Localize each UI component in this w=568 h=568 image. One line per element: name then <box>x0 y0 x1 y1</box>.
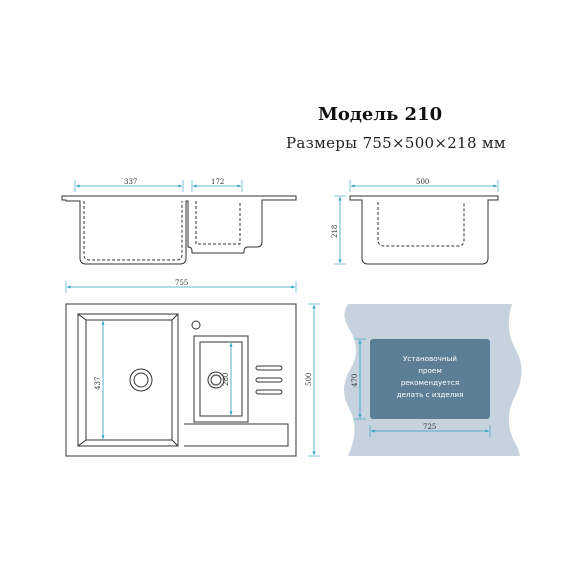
plan-left-drain <box>129 368 153 392</box>
plan-faucet-hole <box>191 320 201 330</box>
plan-small-drain <box>207 371 225 389</box>
dimension-top-small-bowl: 172 <box>191 178 243 192</box>
plan-left-bowl-corner <box>77 439 87 447</box>
cutout-note-box <box>370 339 490 419</box>
front-section-view <box>61 195 297 265</box>
dimension-top-left-bowl: 337 <box>74 178 184 192</box>
front-section-inner-big <box>83 201 183 261</box>
plan-small-bowl-inner <box>199 341 243 417</box>
dim-label-437: 437 <box>94 377 102 390</box>
plan-left-drain-inner <box>133 372 149 388</box>
plan-left-bowl-inner <box>85 319 173 441</box>
side-section-outline <box>349 195 499 265</box>
dimension-plan-depth: 500 <box>305 303 320 457</box>
plan-left-bowl-corner <box>171 439 179 447</box>
dimension-left-bowl-depth: 437 <box>94 321 105 439</box>
dim-label-172: 172 <box>211 178 224 186</box>
dim-label-470: 470 <box>351 374 359 387</box>
plan-left-bowl-outer <box>77 313 179 447</box>
dim-label-218: 218 <box>331 225 339 238</box>
dimension-side-height: 218 <box>331 195 346 265</box>
dim-label-500-side: 500 <box>416 178 429 186</box>
side-section-inner <box>377 202 465 247</box>
cutout-note-line-1: Установочный <box>403 354 457 363</box>
model-dimensions-subtitle: Размеры 755×500×218 мм <box>286 134 506 152</box>
front-section-outline <box>61 195 297 265</box>
plan-outer-outline <box>65 303 297 457</box>
model-title: Модель 210 <box>318 104 443 125</box>
front-section-inner-small <box>195 201 241 245</box>
dim-label-280: 280 <box>222 373 230 386</box>
dim-label-337: 337 <box>124 178 137 186</box>
side-section-view <box>349 195 499 265</box>
plan-small-drain-inner <box>210 374 222 386</box>
plan-drainer-rib <box>255 365 283 371</box>
plan-drainer-rib <box>255 377 283 383</box>
dim-label-725: 725 <box>423 423 436 431</box>
dim-label-755: 755 <box>175 279 188 287</box>
cutout-note-line-3: рекомендуется <box>401 378 459 387</box>
dimension-side-width: 500 <box>349 178 499 192</box>
plan-left-bowl-corner <box>171 313 179 321</box>
plan-drainer-rib <box>255 389 283 395</box>
plan-drainer-edge <box>184 423 289 447</box>
plan-left-bowl-corner <box>77 313 87 321</box>
plan-small-bowl-outer <box>193 335 249 423</box>
dimension-small-bowl-depth: 280 <box>222 343 233 415</box>
dimension-plan-width: 755 <box>65 279 297 293</box>
cutout-note-line-4: делать с изделия <box>397 390 464 399</box>
dimension-cutout-height: 470 <box>351 338 366 420</box>
dim-label-500-plan: 500 <box>305 373 313 386</box>
cutout-note-line-2: проем <box>418 366 442 375</box>
dimension-cutout-width: 725 <box>369 423 491 437</box>
plan-view <box>65 303 297 457</box>
